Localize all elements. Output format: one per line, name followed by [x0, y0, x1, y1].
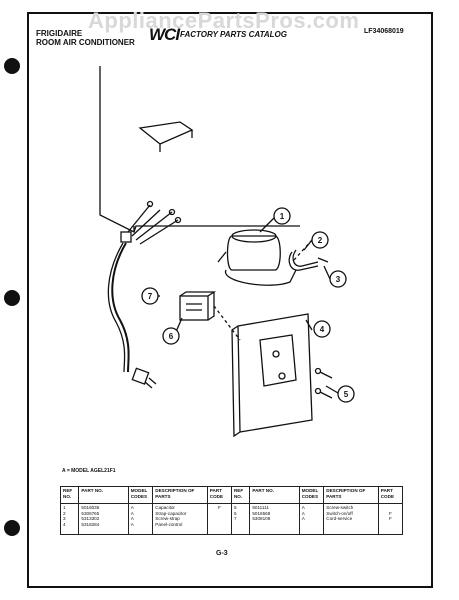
header-part-no: PART NO.	[78, 486, 129, 504]
part-codes: F	[206, 503, 232, 535]
brand-name: FRIGIDAIRE	[36, 29, 83, 38]
descriptions: Capacitor Strap-capacitor Screw-strap Pa…	[152, 503, 208, 535]
ref-numbers: 5 6 7	[230, 503, 251, 535]
header-description: DESCRIPTION OF PARTS	[323, 486, 379, 504]
model-codes: A A A A	[127, 503, 154, 535]
part-codes: F F	[377, 503, 404, 535]
header-model-codes: MODEL CODES	[127, 486, 154, 504]
header-part-code: PART CODE	[206, 486, 232, 504]
binder-hole	[4, 520, 20, 536]
capacitor-strap	[288, 251, 319, 271]
callout-label-2: 2	[318, 236, 323, 245]
header-ref-no: REF NO.	[59, 486, 80, 504]
callout-1	[273, 207, 291, 225]
page-frame	[27, 12, 433, 588]
header-part-code: PART CODE	[377, 486, 404, 504]
header-description: DESCRIPTION OF PARTS	[152, 486, 208, 504]
callout-label-1: 1	[280, 212, 285, 221]
part-numbers: 5016035 5306765 5313302 5318284	[78, 503, 129, 535]
callout-label-6: 6	[169, 332, 174, 341]
callout-3	[329, 270, 347, 288]
on-off-switch	[179, 295, 209, 321]
cabinet-bracket	[138, 121, 194, 145]
callout-4	[313, 320, 331, 338]
callout-label-3: 3	[336, 275, 341, 284]
callout-2	[311, 231, 329, 249]
ref-numbers: 1 2 3 4	[59, 503, 80, 535]
model-code: LF34068019	[364, 28, 404, 35]
cord-plug	[131, 367, 150, 385]
wire-harness	[127, 204, 179, 245]
switch-screw	[319, 371, 333, 399]
brand-block: FRIGIDAIRE ROOM AIR CONDITIONER	[36, 29, 135, 47]
callout-5	[337, 385, 355, 403]
wci-logo: WCI	[149, 25, 180, 44]
catalog-title: FACTORY PARTS CATALOG	[180, 30, 287, 39]
watermark: AppliancePartsPros.com	[88, 8, 360, 33]
callout-7	[141, 287, 159, 305]
table-header-row: REF NO. PART NO. MODEL CODES DESCRIPTION…	[59, 486, 404, 504]
callout-6	[162, 327, 180, 345]
header-model-codes: MODEL CODES	[298, 486, 325, 504]
control-panel	[237, 313, 313, 433]
parts-table: REF NO. PART NO. MODEL CODES DESCRIPTION…	[59, 486, 404, 535]
header-ref-no: REF NO.	[230, 486, 251, 504]
page-number: G-3	[216, 550, 228, 557]
descriptions: Screw-switch Switch-on/off Cord-service	[323, 503, 379, 535]
callout-label-5: 5	[344, 390, 349, 399]
product-line: ROOM AIR CONDITIONER	[36, 38, 135, 47]
part-numbers: 5011111 5016568 5308106	[249, 503, 300, 535]
callout-label-7: 7	[148, 292, 153, 301]
capacitor	[226, 235, 281, 271]
header-part-no: PART NO.	[249, 486, 300, 504]
strap-screw	[317, 257, 329, 263]
callout-label-4: 4	[320, 325, 325, 334]
model-codes: A A A	[298, 503, 325, 535]
binder-hole	[4, 58, 20, 74]
table-row: 1 2 3 4 5016035 5306765 5313302 5318284 …	[59, 503, 404, 535]
capacitor-base	[217, 251, 297, 286]
service-cord	[111, 242, 130, 373]
cabinet-outline	[99, 66, 300, 233]
binder-hole	[4, 290, 20, 306]
model-caption: A = MODEL AGEL21F1	[62, 468, 116, 474]
